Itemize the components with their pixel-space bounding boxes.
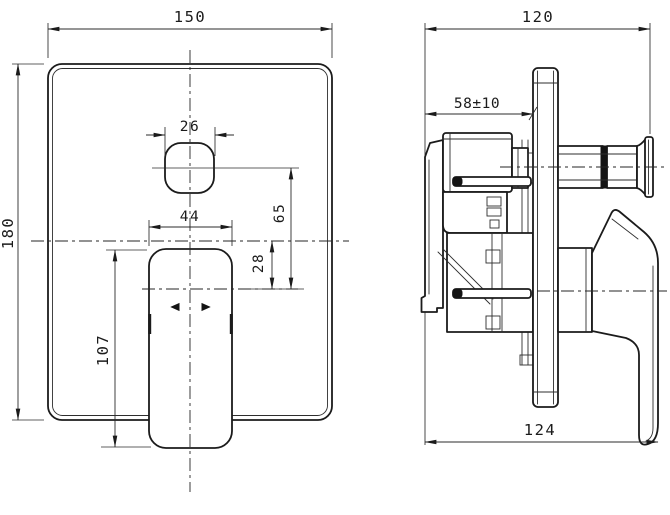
- pin-head: [452, 288, 463, 299]
- dim-center-to-handle: 28: [242, 240, 304, 290]
- pin-body: [452, 176, 532, 187]
- dim-knob-width: 26: [146, 119, 234, 156]
- valve-lower-body: [446, 232, 534, 333]
- dim-label: 150: [174, 8, 207, 26]
- dim-label: 26: [180, 119, 200, 135]
- lever-handle: [148, 248, 233, 449]
- dim-rough-in: 58±10: [424, 96, 538, 121]
- fixing-pin-bottom: [452, 288, 532, 299]
- dim-overall-depth: 124: [424, 421, 659, 445]
- mounting-bracket: [420, 139, 444, 313]
- dim-label: 124: [524, 421, 557, 439]
- lever-edge-line: [611, 218, 639, 240]
- body-tab: [489, 219, 500, 229]
- bolt-tab: [485, 249, 501, 264]
- bolt-tab: [485, 315, 501, 330]
- reference-tick: [528, 106, 538, 121]
- dim-total-depth: 120: [424, 8, 651, 134]
- dim-label: 65: [272, 203, 288, 223]
- side-view: 120 58±10 124: [420, 8, 667, 446]
- dim-handle-length: 107: [94, 249, 151, 448]
- front-view: 150 180 26 44 65: [0, 8, 349, 492]
- side-plate: [532, 67, 559, 408]
- dim-label: 120: [522, 8, 555, 26]
- valve-mid-body: [442, 191, 508, 234]
- lever-side: [591, 209, 659, 446]
- dim-label: 28: [251, 253, 267, 273]
- dim-knob-to-handle: 65: [272, 167, 294, 290]
- dim-label: 107: [94, 334, 112, 367]
- pin-head: [452, 176, 463, 187]
- dim-plate-width: 150: [47, 8, 333, 58]
- fixing-pin-top: [452, 176, 532, 187]
- dim-label: 180: [0, 217, 17, 250]
- handle-arrow-right-icon: [201, 302, 211, 312]
- body-tab: [486, 207, 502, 217]
- body-tab: [486, 196, 502, 207]
- dim-handle-width: 44: [148, 209, 233, 246]
- lever-hub-side: [557, 247, 593, 333]
- handle-arrow-left-icon: [170, 302, 180, 312]
- dim-label: 44: [180, 209, 200, 225]
- pin-body: [452, 288, 532, 299]
- dim-label: 58±10: [454, 96, 500, 112]
- dim-plate-height: 180: [0, 63, 44, 421]
